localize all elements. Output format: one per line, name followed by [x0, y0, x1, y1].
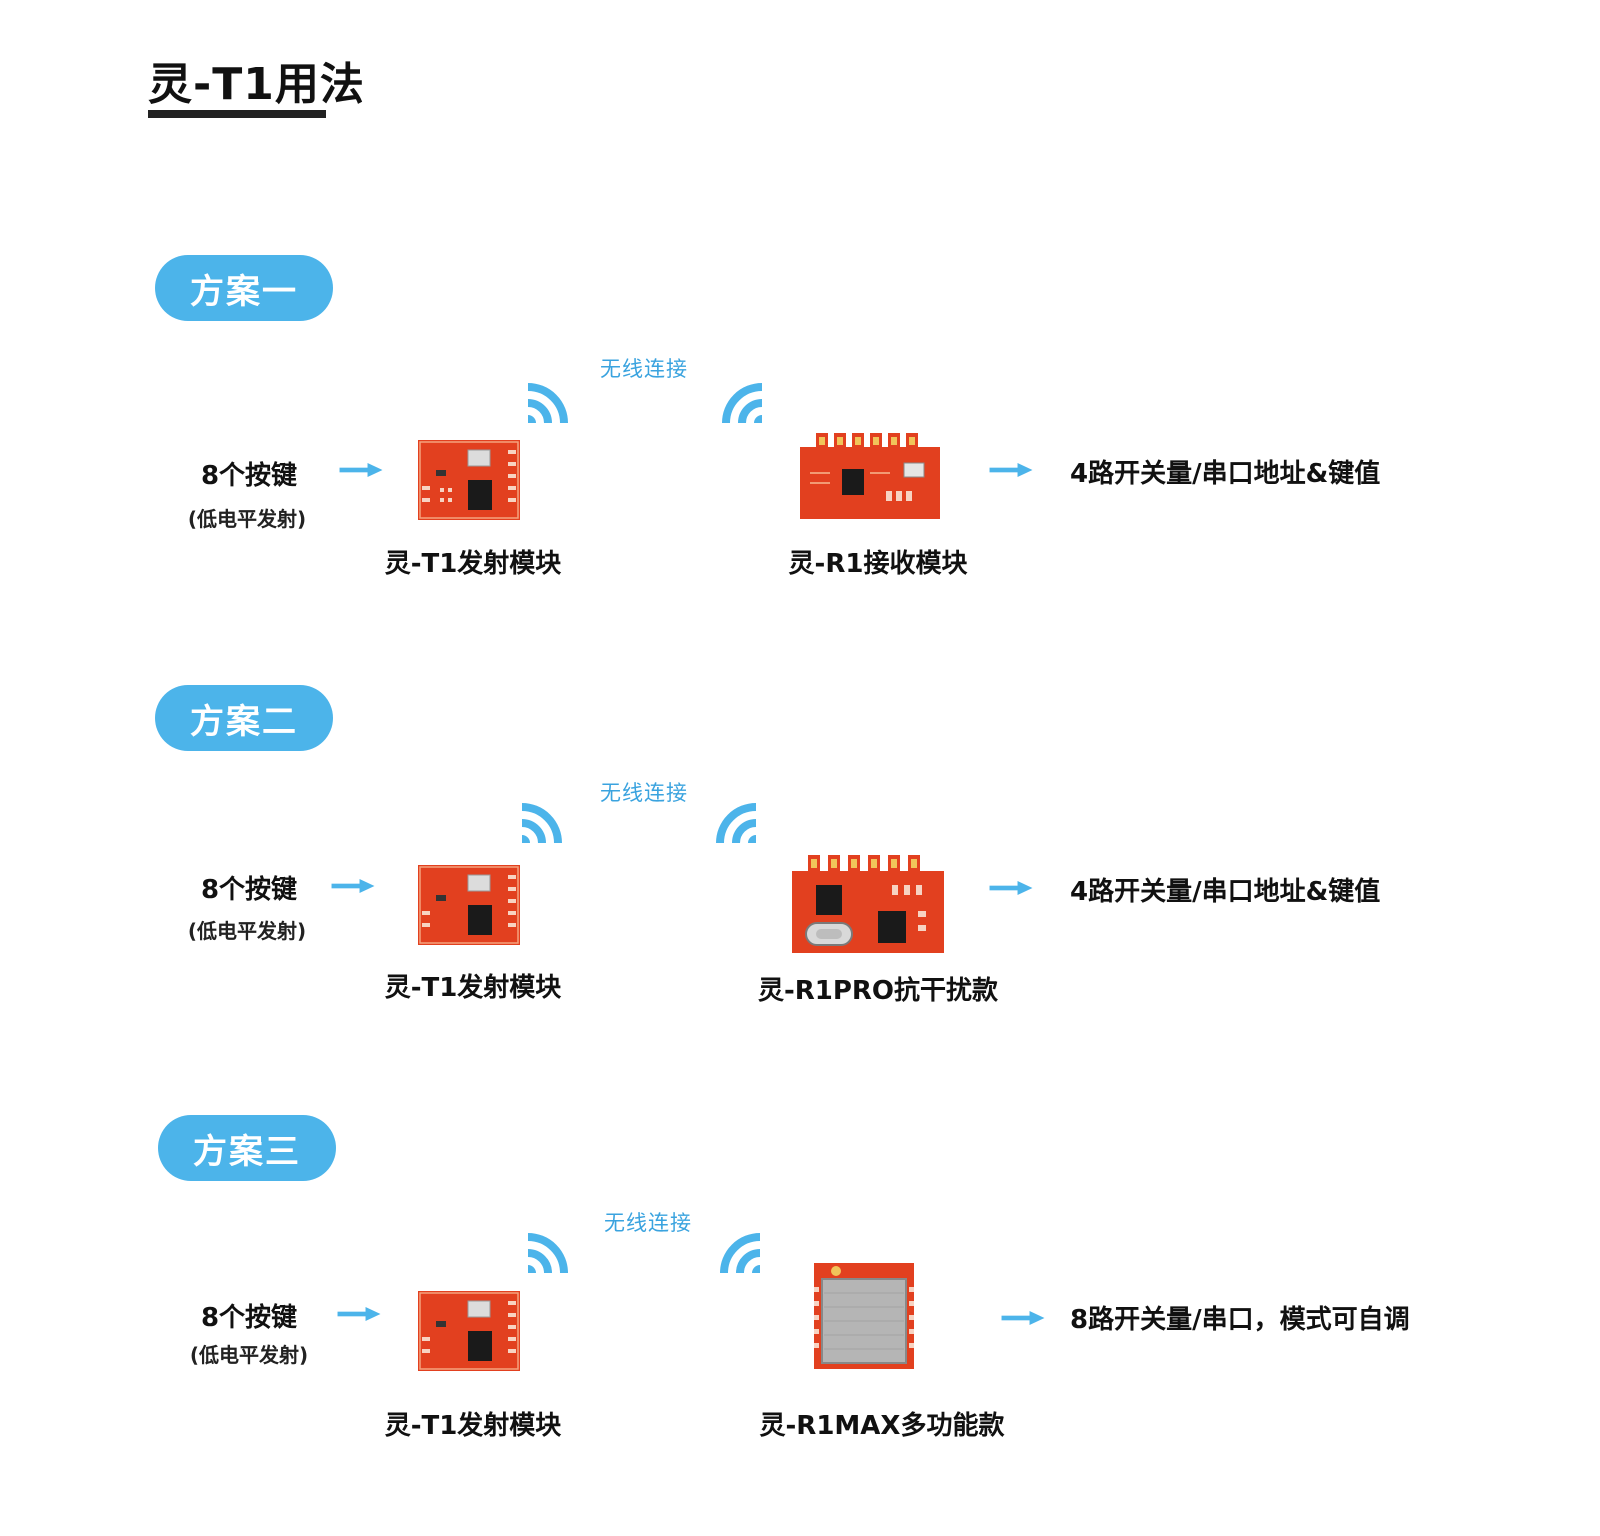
keys-label: 8个按键: [200, 875, 298, 905]
scheme-badge: 方案一: [155, 255, 333, 321]
transmitter-label: 灵-T1发射模块: [384, 1411, 562, 1441]
output-label: 4路开关量/串口地址&键值: [1070, 459, 1381, 489]
arrow-right-icon: [331, 879, 375, 893]
wifi-signal-right-icon: [716, 803, 757, 844]
title-underline: [148, 110, 326, 118]
r1max-module-image: [814, 1263, 914, 1369]
t1-module-image: [418, 1291, 520, 1371]
t1-module-image: [418, 865, 520, 945]
wireless-label: 无线连接: [600, 781, 688, 805]
output-label: 8路开关量/串口，模式可自调: [1070, 1305, 1410, 1335]
page-title: 灵-T1用法: [148, 59, 365, 110]
wireless-label: 无线连接: [604, 1211, 692, 1235]
r1-module-image: [800, 433, 940, 519]
wifi-signal-right-icon: [720, 1233, 761, 1274]
wireless-label: 无线连接: [600, 357, 688, 381]
receiver-label: 灵-R1MAX多功能款: [759, 1411, 1005, 1441]
arrow-right-icon: [339, 463, 383, 477]
arrow-right-icon: [337, 1307, 381, 1321]
keys-label: 8个按键: [200, 461, 298, 491]
scheme-badge: 方案三: [158, 1115, 336, 1181]
r1pro-module-image: [792, 855, 944, 953]
wifi-signal-left-icon: [527, 1233, 568, 1274]
transmitter-label: 灵-T1发射模块: [384, 549, 562, 579]
arrow-right-icon: [989, 463, 1033, 477]
scheme-badge: 方案二: [155, 685, 333, 751]
keys-sub-label: (低电平发射): [189, 1343, 309, 1367]
transmitter-label: 灵-T1发射模块: [384, 973, 562, 1003]
scheme-1: 方案一 无线连接 8个按键 (低电平发射) 灵-T1发射模块 灵-R1接收模块 …: [0, 255, 1600, 655]
keys-sub-label: (低电平发射): [187, 507, 307, 531]
scheme-3: 方案三 无线连接 8个按键 (低电平发射) 灵-T1发射模块 灵-R1MAX多功…: [0, 1115, 1600, 1515]
wifi-signal-left-icon: [521, 803, 562, 844]
scheme-2: 方案二 无线连接 8个按键 (低电平发射) 灵-T1发射模块 灵-R1PRO抗干…: [0, 685, 1600, 1085]
t1-module-image: [418, 440, 520, 520]
keys-sub-label: (低电平发射): [187, 919, 307, 943]
receiver-label: 灵-R1接收模块: [788, 549, 968, 579]
keys-label: 8个按键: [200, 1303, 298, 1333]
output-label: 4路开关量/串口地址&键值: [1070, 877, 1381, 907]
receiver-label: 灵-R1PRO抗干扰款: [757, 976, 999, 1006]
wifi-signal-right-icon: [722, 383, 763, 424]
arrow-right-icon: [1001, 1311, 1045, 1325]
arrow-right-icon: [989, 881, 1033, 895]
wifi-signal-left-icon: [527, 383, 568, 424]
